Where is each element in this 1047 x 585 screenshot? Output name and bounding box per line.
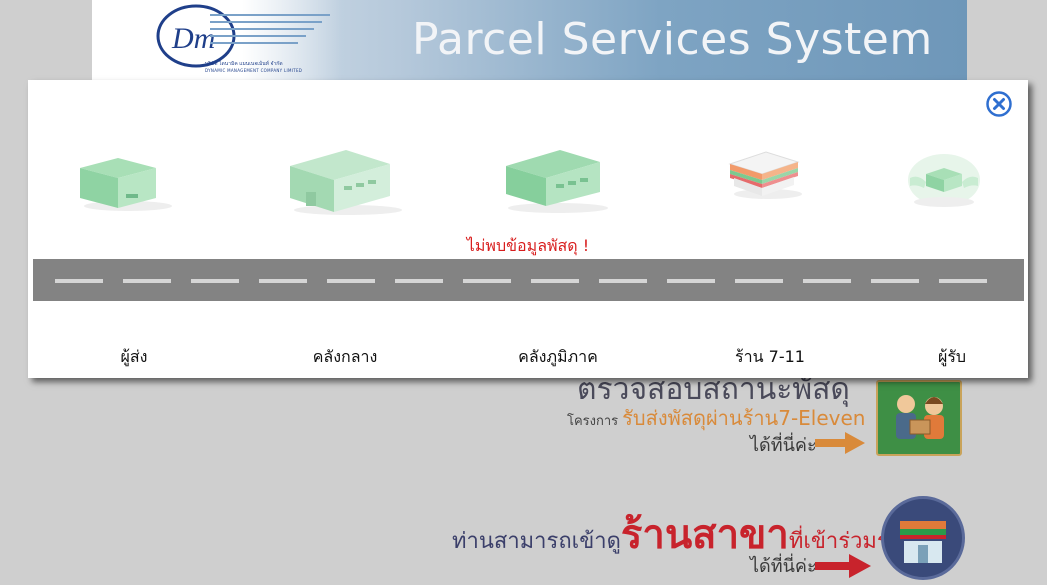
road-dash (463, 279, 511, 283)
promo-project-highlight: รับส่งพัสดุผ่านร้าน7-Eleven (622, 406, 866, 430)
promo-project-line: โครงการรับส่งพัสดุผ่านร้าน7-Eleven (567, 402, 865, 434)
road-dash (531, 279, 579, 283)
road-dash (123, 279, 171, 283)
tracking-modal: ไม่พบข้อมูลพัสดุ ! ผู้ส่ง คลังกลาง คลังภ… (28, 80, 1028, 378)
not-found-message: ไม่พบข้อมูลพัสดุ ! (466, 236, 590, 255)
banner-logo-area (92, 0, 342, 80)
stage-label-seven-eleven: ร้าน 7-11 (735, 347, 805, 366)
road-dash (803, 279, 851, 283)
promo-delivery-image[interactable] (876, 380, 962, 456)
central-warehouse-icon (290, 150, 402, 215)
close-icon[interactable] (986, 91, 1012, 117)
receiver-hands-icon (908, 154, 980, 207)
logo-caption: บริษัท ไดนามิค แมนเนจเม้นท์ จำกัด (205, 61, 283, 67)
promo-branch-highlight: ร้านสาขา (620, 512, 789, 558)
road-dash (735, 279, 783, 283)
stage-label-sender: ผู้ส่ง (120, 347, 148, 366)
stage-label-central-warehouse: คลังกลาง (312, 347, 378, 366)
logo-text: Dm (171, 22, 215, 55)
logo-subcaption: DYNAMIC MANAGEMENT COMPANY LIMITED (205, 68, 303, 73)
tracking-progress-road (33, 259, 1024, 301)
promo-project-prefix: โครงการ (567, 414, 619, 429)
road-dash (327, 279, 375, 283)
banner-title: Parcel Services System (412, 14, 933, 65)
promo-branch-link-text[interactable]: ได้ที่นี่ค่ะ (750, 556, 817, 577)
road-dash (599, 279, 647, 283)
road-dash (395, 279, 443, 283)
arrow-right-icon[interactable] (815, 554, 871, 578)
promo-branch-line: ท่านสามารถเข้าดูร้านสาขาที่เข้าร่วมรายกา… (452, 502, 951, 566)
road-dash (55, 279, 103, 283)
road-dash (939, 279, 987, 283)
stage-label-receiver: ผู้รับ (937, 347, 967, 366)
regional-warehouse-icon (506, 150, 608, 213)
parcel-box-icon (80, 158, 172, 211)
road-dash (259, 279, 307, 283)
promo-track-link-text[interactable]: ได้ที่นี่ค่ะ (750, 435, 817, 456)
seven-eleven-store-icon (728, 151, 802, 199)
promo-branch-prefix: ท่านสามารถเข้าดู (452, 529, 621, 554)
road-dash (871, 279, 919, 283)
store-front-image[interactable] (881, 496, 965, 580)
logo-speed-lines (210, 14, 330, 54)
arrow-right-icon[interactable] (815, 432, 865, 454)
stage-label-regional-warehouse: คลังภูมิภาค (518, 347, 598, 366)
road-dash (191, 279, 239, 283)
road-dash (667, 279, 715, 283)
